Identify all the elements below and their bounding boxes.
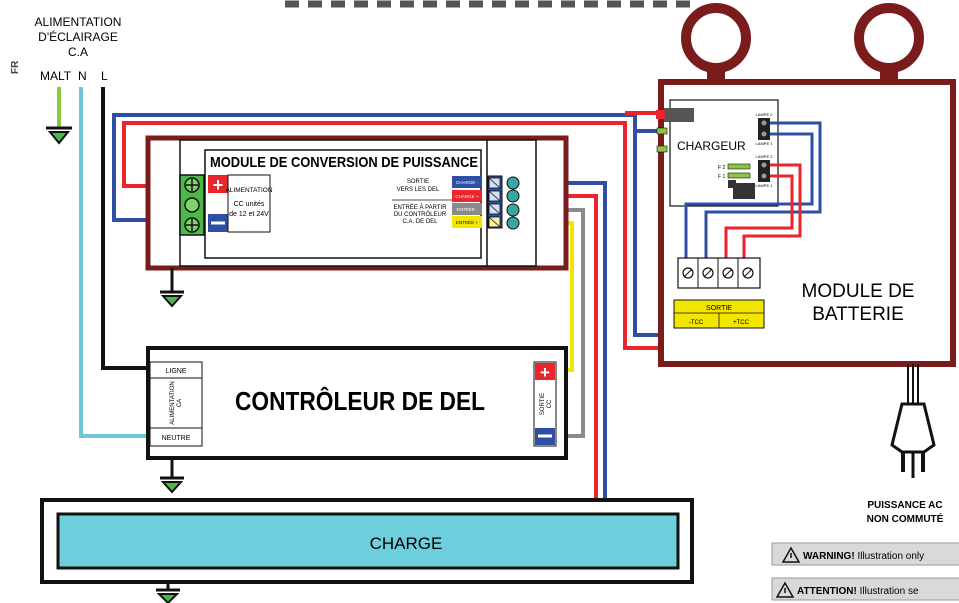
tag-charge-plus-text: CHARGE + bbox=[455, 194, 479, 199]
attention-banner bbox=[771, 577, 959, 601]
conversion-module-title: MODULE DE CONVERSION DE PUISSANCE bbox=[210, 154, 478, 171]
attention-icon bbox=[775, 581, 795, 598]
battery-terminal-strip bbox=[677, 257, 761, 289]
tag-entree-minus bbox=[452, 203, 482, 215]
dc-input-line-2: CC unités bbox=[234, 201, 265, 208]
supply-title-line-3: C.A bbox=[68, 45, 88, 59]
dc-input-box bbox=[227, 174, 271, 233]
neutre-label: NEUTRE bbox=[162, 435, 191, 442]
ligne-label: LIGNE bbox=[165, 368, 186, 375]
output-terminal-block bbox=[487, 175, 520, 230]
tag-entree-minus-text: ENTRÉE - bbox=[456, 206, 478, 212]
alim-ca-line-1: ALIMENTATION bbox=[170, 381, 176, 424]
ac-input-terminal bbox=[179, 174, 205, 236]
sortie-cc-line-1: SORTIE bbox=[540, 393, 546, 415]
battery-red-wire-2 bbox=[724, 174, 794, 260]
ground-symbol-charge bbox=[156, 582, 180, 603]
unswitched-power-line-2: NON COMMUTÉ bbox=[867, 512, 944, 525]
dc-plus-square bbox=[208, 175, 228, 193]
battery-module-title-line-2: BATTERIE bbox=[812, 304, 904, 325]
battery-module-title-line-1: MODULE DE bbox=[802, 281, 915, 302]
lamp2-bottom-label: LAMPE 2 bbox=[756, 154, 774, 159]
tag-entree-plus-text: ENTRÉE + bbox=[456, 219, 479, 225]
charger-label: CHARGEUR bbox=[677, 139, 746, 153]
controller-input-line-2: DU CONTRÔLEUR bbox=[394, 211, 447, 218]
controller-input-line-3: C.A. DE DEL bbox=[402, 219, 438, 225]
battery-red-wire-1 bbox=[742, 163, 802, 260]
dc-out-plus-square bbox=[535, 363, 555, 380]
alim-ca-line-2: CA bbox=[177, 399, 183, 407]
fuse2-label: F 2 bbox=[718, 165, 725, 171]
charge-label: CHARGE bbox=[370, 534, 443, 553]
charger-board bbox=[656, 99, 779, 207]
tag-charge-plus bbox=[452, 190, 482, 202]
unswitched-power-line-1: PUISSANCE AC bbox=[867, 500, 942, 511]
attention-text: ATTENTION! Illustration se bbox=[797, 586, 919, 597]
led-output-line-2: VERS LES DEL bbox=[397, 187, 440, 193]
ground-symbol-conversion bbox=[160, 268, 184, 308]
lamp1-top-label: LAMPE 1 bbox=[756, 141, 774, 146]
supply-title-line-2: D'ÉCLAIRAGE bbox=[38, 29, 118, 44]
warning-icon bbox=[781, 546, 801, 563]
battery-output-label: SORTIE bbox=[706, 305, 732, 312]
fuse1-label: F 1 bbox=[718, 174, 725, 180]
conversion-module: MODULE DE CONVERSION DE PUISSANCE bbox=[145, 135, 569, 271]
neutral-wire bbox=[79, 87, 148, 438]
dc-out-plus-sign: + bbox=[540, 363, 550, 382]
dc-plus-sign: + bbox=[213, 175, 224, 195]
battery-out-minus: -TCC bbox=[689, 320, 704, 326]
battery-out-plus: +TCC bbox=[733, 320, 750, 326]
led-output-line-1: SORTIE bbox=[407, 179, 429, 185]
language-tag: FR bbox=[10, 60, 21, 74]
line-wire bbox=[101, 87, 148, 370]
dc-input-line-1: ALIMENTATION bbox=[225, 187, 272, 194]
supply-title-line-1: ALIMENTATION bbox=[35, 15, 122, 29]
lamp2-top-label: LAMPE 2 bbox=[756, 112, 774, 117]
charge-load bbox=[40, 498, 694, 584]
ac-plug-icon bbox=[890, 364, 936, 478]
battery-lamps bbox=[681, 3, 924, 84]
battery-blue-wire-2 bbox=[684, 132, 814, 260]
dc-input-line-3: de 12 et 24V bbox=[229, 211, 269, 218]
ground-symbol-controller bbox=[160, 458, 184, 494]
terminal-n-label: N bbox=[78, 69, 87, 83]
warning-banner bbox=[771, 542, 959, 566]
ground-symbol-supply bbox=[46, 126, 72, 145]
lamp1-bottom-label: LAMPE 1 bbox=[756, 183, 774, 188]
tag-charge-minus-text: CHARGE - bbox=[456, 180, 479, 185]
warning-text: WARNING! Illustration only bbox=[803, 551, 924, 562]
led-controller-title: CONTRÔLEUR DE DEL bbox=[235, 386, 485, 416]
battery-blue-wire-1 bbox=[704, 121, 822, 260]
terminal-l-label: L bbox=[101, 69, 108, 83]
sortie-cc-line-2: CC bbox=[547, 399, 553, 408]
tag-entree-plus bbox=[452, 216, 482, 228]
tag-charge-minus bbox=[452, 176, 482, 188]
led-controller bbox=[146, 346, 568, 460]
controller-input-line-1: ENTRÉE À PARTIR bbox=[393, 204, 447, 211]
terminal-malt-label: MALT bbox=[40, 69, 72, 83]
